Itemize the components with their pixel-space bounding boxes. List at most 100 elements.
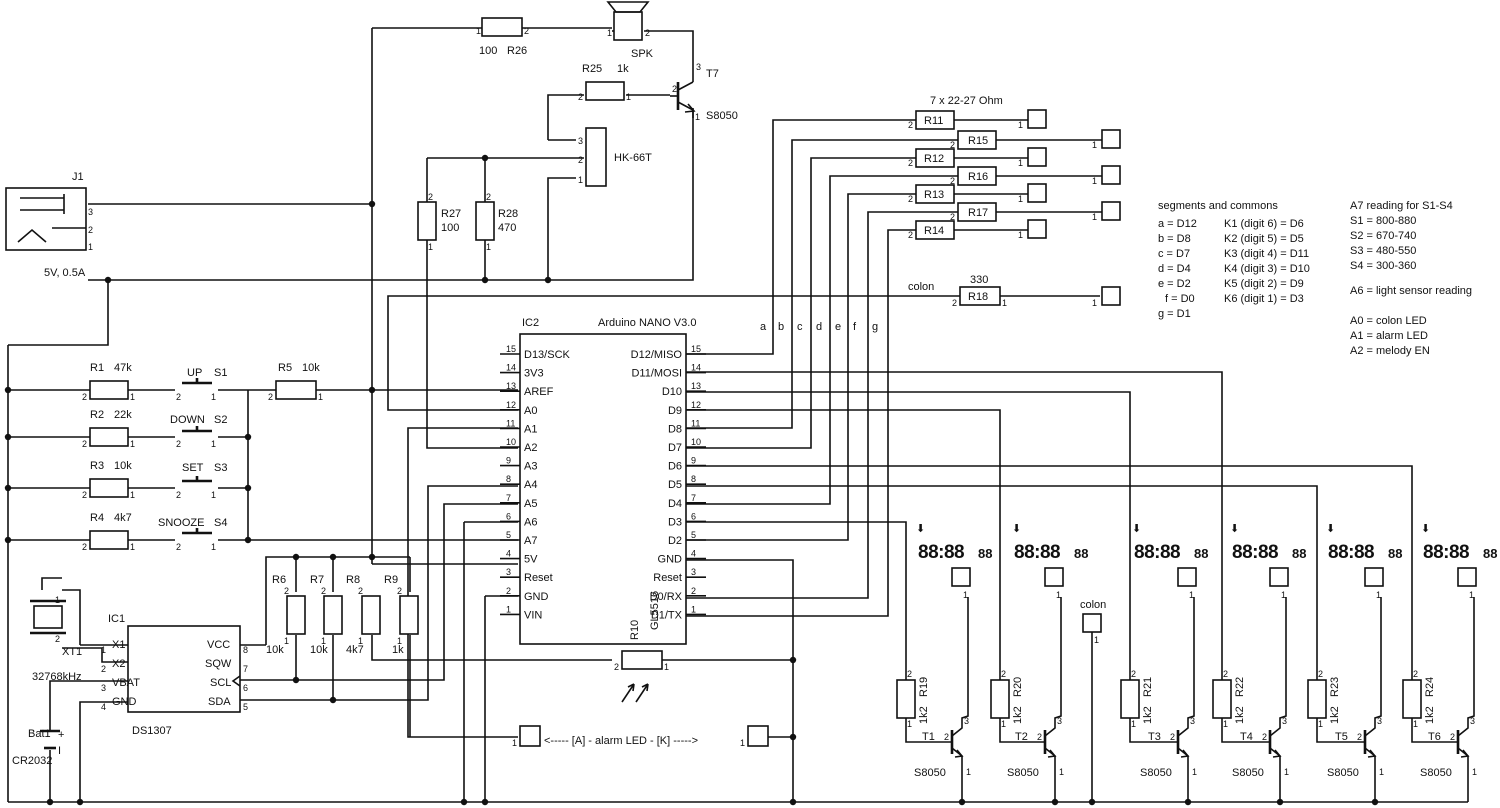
svg-text:2: 2 xyxy=(82,490,87,500)
svg-text:14: 14 xyxy=(691,363,701,373)
svg-text:1: 1 xyxy=(130,542,135,552)
svg-text:5: 5 xyxy=(243,702,248,712)
svg-text:1: 1 xyxy=(963,590,968,600)
svg-text:Arduino NANO V3.0: Arduino NANO V3.0 xyxy=(598,317,696,329)
svg-text:2: 2 xyxy=(1318,669,1323,679)
digit-resistor-ref: R23 xyxy=(1329,677,1341,697)
svg-text:A6 = light sensor reading: A6 = light sensor reading xyxy=(1350,285,1472,297)
svg-text:1: 1 xyxy=(211,392,216,402)
svg-text:3: 3 xyxy=(88,207,93,217)
svg-text:2: 2 xyxy=(321,586,326,596)
ic2-pin-label: A5 xyxy=(524,498,537,510)
svg-text:1: 1 xyxy=(428,242,433,252)
svg-text:2: 2 xyxy=(176,490,181,500)
svg-text:2: 2 xyxy=(1357,732,1362,742)
svg-text:1: 1 xyxy=(55,595,60,605)
svg-text:1: 1 xyxy=(1001,719,1006,729)
svg-text:K2 (digit 5) = D5: K2 (digit 5) = D5 xyxy=(1224,233,1304,245)
svg-text:14: 14 xyxy=(506,363,516,373)
r27: 21 R27 100 xyxy=(417,192,461,252)
svg-text:3: 3 xyxy=(506,567,511,577)
svg-text:R25: R25 xyxy=(582,63,602,75)
svg-text:2: 2 xyxy=(672,84,677,94)
ic2-pin-label: D4 xyxy=(668,498,682,510)
svg-text:1: 1 xyxy=(1018,194,1023,204)
svg-text:A7 reading for S1-S4: A7 reading for S1-S4 xyxy=(1350,200,1453,212)
svg-text:2: 2 xyxy=(907,669,912,679)
svg-text:colon: colon xyxy=(908,281,934,293)
svg-text:11: 11 xyxy=(691,418,700,428)
svg-text:S2 = 670-740: S2 = 670-740 xyxy=(1350,230,1416,242)
svg-text:3: 3 xyxy=(1282,716,1287,726)
ic2-pin-label: A6 xyxy=(524,516,537,528)
svg-text:2: 2 xyxy=(486,192,491,202)
svg-text:1: 1 xyxy=(1094,635,1099,645)
ic2-pin-label: D8 xyxy=(668,423,682,435)
digit-resistor-ref: R19 xyxy=(918,677,930,697)
arrow-icon: ⬇ xyxy=(1132,523,1141,535)
svg-text:R3: R3 xyxy=(90,460,104,472)
svg-text:SDA: SDA xyxy=(208,696,231,708)
digit-transistor-part: S8050 xyxy=(1420,767,1452,779)
svg-text:1: 1 xyxy=(740,738,745,748)
svg-text:2: 2 xyxy=(55,634,60,644)
svg-text:10k: 10k xyxy=(310,644,328,656)
svg-text:2: 2 xyxy=(1262,732,1267,742)
ic2-pin-label: GND xyxy=(524,591,549,603)
svg-text:11: 11 xyxy=(506,418,515,428)
svg-text:1: 1 xyxy=(476,26,481,36)
ic2-pin-label: A2 xyxy=(524,442,537,454)
svg-text:HK-66T: HK-66T xyxy=(614,152,652,164)
svg-text:R14: R14 xyxy=(924,225,944,237)
digit-transistor-ref: T2 xyxy=(1015,731,1028,743)
svg-text:1: 1 xyxy=(1092,298,1097,308)
svg-text:SET: SET xyxy=(182,462,204,474)
svg-text:15: 15 xyxy=(691,344,701,354)
svg-text:2: 2 xyxy=(176,439,181,449)
svg-text:<----- [A] - alarm LED - [K] -: <----- [A] - alarm LED - [K] -----> xyxy=(544,735,698,747)
svg-text:1: 1 xyxy=(626,92,631,102)
svg-text:R26: R26 xyxy=(507,45,527,57)
svg-text:2: 2 xyxy=(82,542,87,552)
svg-text:A0 = colon LED: A0 = colon LED xyxy=(1350,315,1427,327)
svg-text:R17: R17 xyxy=(968,207,988,219)
svg-text:2: 2 xyxy=(1001,669,1006,679)
svg-text:2: 2 xyxy=(284,586,289,596)
svg-text:32768kHz: 32768kHz xyxy=(32,671,82,683)
svg-text:2: 2 xyxy=(268,392,273,402)
colon-pad: colon 1 xyxy=(1080,599,1106,645)
svg-text:10k: 10k xyxy=(302,362,320,374)
svg-text:1k: 1k xyxy=(392,644,404,656)
svg-text:+: + xyxy=(58,729,64,741)
display-digits: 88:88 xyxy=(918,542,964,563)
digit-transistor-ref: T3 xyxy=(1148,731,1161,743)
svg-text:10: 10 xyxy=(506,437,516,447)
svg-text:1: 1 xyxy=(130,439,135,449)
ic2-pin-label: 5V xyxy=(524,554,538,566)
svg-text:2: 2 xyxy=(176,542,181,552)
svg-text:2: 2 xyxy=(578,92,583,102)
svg-text:1: 1 xyxy=(1018,158,1023,168)
svg-text:2: 2 xyxy=(691,586,696,596)
svg-text:3: 3 xyxy=(578,136,583,146)
svg-text:10: 10 xyxy=(691,437,701,447)
svg-text:2: 2 xyxy=(908,194,913,204)
segment-resistors: 7 x 22-27 Ohm R11 R15 R12 R16 R13 R17 R1… xyxy=(760,95,1121,333)
svg-text:2: 2 xyxy=(950,212,955,222)
svg-text:330: 330 xyxy=(970,274,988,286)
digit-transistor-ref: T4 xyxy=(1240,731,1253,743)
display-digits: 88:88 xyxy=(1134,542,1180,563)
svg-text:7 x 22-27 Ohm: 7 x 22-27 Ohm xyxy=(930,95,1003,107)
svg-text:VBAT: VBAT xyxy=(112,677,140,689)
ic2-pin-label: D12/MISO xyxy=(631,349,683,361)
digit-transistor-ref: T1 xyxy=(922,731,935,743)
svg-text:XT1: XT1 xyxy=(62,646,82,658)
svg-text:1: 1 xyxy=(1018,230,1023,240)
svg-text:K4 (digit 3) = D10: K4 (digit 3) = D10 xyxy=(1224,263,1310,275)
svg-text:R1: R1 xyxy=(90,362,104,374)
